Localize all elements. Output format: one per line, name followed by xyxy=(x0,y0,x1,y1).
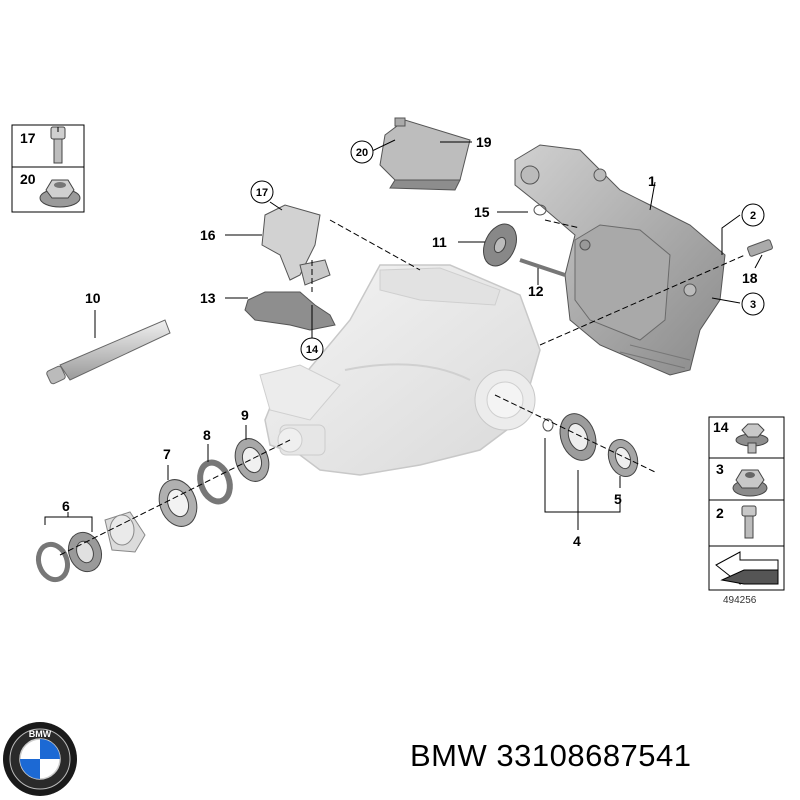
legend-label-14: 14 xyxy=(713,419,729,435)
callout-19: 19 xyxy=(476,134,492,150)
callout-3: 3 xyxy=(750,299,756,311)
callout-10: 10 xyxy=(85,290,101,306)
callout-17: 17 xyxy=(256,187,268,199)
leader-lines xyxy=(44,127,763,532)
sensor-gear xyxy=(483,223,517,267)
screw-icon-2 xyxy=(741,505,757,539)
bolt-icon xyxy=(50,126,66,164)
ring-8 xyxy=(197,459,233,505)
bmw-logo: BMW xyxy=(3,722,77,796)
callout-12: 12 xyxy=(528,283,544,299)
legend-label-3: 3 xyxy=(716,461,724,477)
seal-7 xyxy=(158,479,198,527)
legend-label-20: 20 xyxy=(20,171,36,187)
callout-20: 20 xyxy=(356,147,368,159)
o-ring-small xyxy=(542,418,554,432)
callout-8: 8 xyxy=(203,427,211,443)
bracket xyxy=(261,204,331,286)
seal-9 xyxy=(234,438,270,482)
reference-number: 494256 xyxy=(723,595,757,606)
heat-shield xyxy=(244,291,336,331)
shim-ring-6 xyxy=(35,541,71,583)
callout-18: 18 xyxy=(742,270,758,286)
flange-bolt-icon xyxy=(735,423,769,454)
callout-6: 6 xyxy=(62,498,70,514)
legend-label-2: 2 xyxy=(716,505,724,521)
control-module xyxy=(379,117,471,191)
sealant-tube xyxy=(46,319,171,385)
seal-5 xyxy=(607,439,639,477)
callout-13: 13 xyxy=(200,290,216,306)
pinion-flange xyxy=(104,511,146,553)
callout-5: 5 xyxy=(614,491,622,507)
legend-label-17: 17 xyxy=(20,130,36,146)
part-number-caption: BMW 33108687541 xyxy=(410,738,692,773)
callout-9: 9 xyxy=(241,407,249,423)
callout-15: 15 xyxy=(474,204,490,220)
bearing-6 xyxy=(67,531,103,573)
pin xyxy=(519,258,566,277)
callout-circles xyxy=(250,140,765,361)
direction-arrow-icon xyxy=(715,551,779,586)
callout-14: 14 xyxy=(306,344,319,356)
seal-4 xyxy=(559,413,597,461)
differential-housing xyxy=(259,264,541,476)
callout-4: 4 xyxy=(573,533,581,549)
legend-box-bolts: 17 20 xyxy=(11,124,85,213)
callout-7: 7 xyxy=(163,446,171,462)
logo-lettering: BMW xyxy=(29,729,52,739)
callout-1: 1 xyxy=(648,173,656,189)
callout-11: 11 xyxy=(432,234,447,250)
legend-box-fasteners: 14 3 2 xyxy=(708,416,785,591)
nut-icon-3 xyxy=(732,469,768,497)
o-ring xyxy=(533,204,547,216)
callout-2: 2 xyxy=(750,210,756,222)
callout-16: 16 xyxy=(200,227,216,243)
sensor xyxy=(747,239,773,257)
rear-cover xyxy=(514,144,726,376)
nut-icon xyxy=(39,179,81,208)
dashed-axis-lines xyxy=(59,219,746,556)
